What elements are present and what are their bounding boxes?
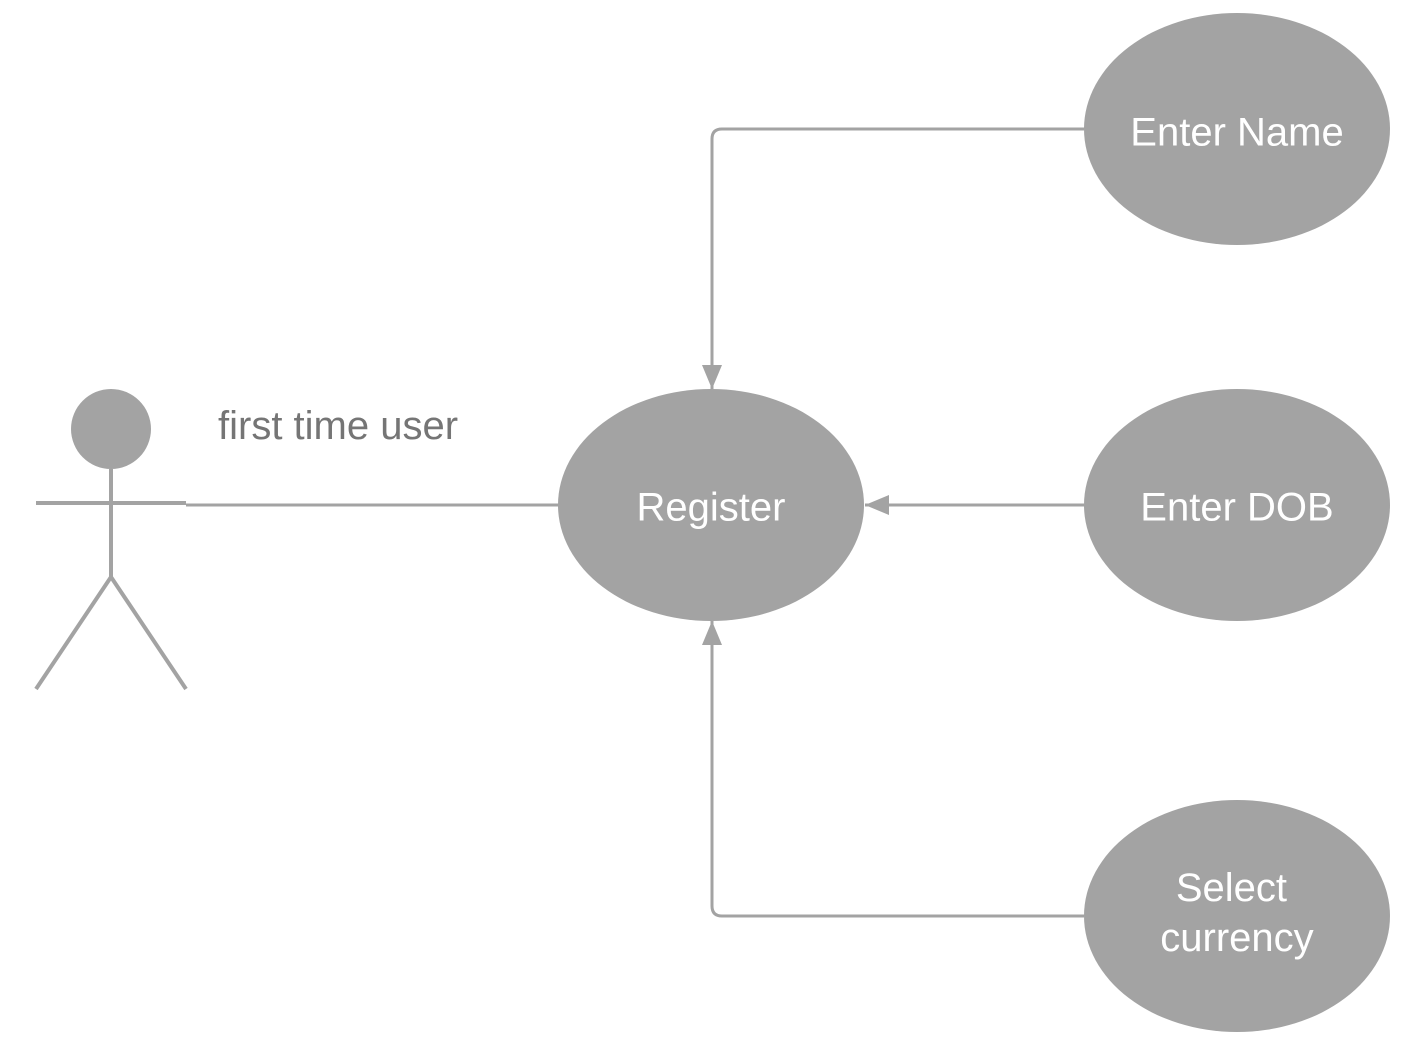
connectors — [186, 127, 1084, 918]
actor-label: first time user — [218, 404, 458, 448]
use-case-select-currency[interactable]: Select currency — [1084, 800, 1390, 1032]
arrow-enter-name-to-register[interactable] — [702, 127, 1084, 389]
use-case-enter-name-label: Enter Name — [1130, 111, 1343, 155]
use-case-select-currency-line-2: currency — [1160, 916, 1313, 960]
use-case-register-label: Register — [637, 486, 786, 530]
use-case-enter-dob-shape — [1084, 389, 1390, 621]
use-case-select-currency-shape — [1084, 800, 1390, 1032]
use-case-enter-name-shape — [1084, 13, 1390, 245]
actor-head — [71, 389, 151, 469]
stick-figure-icon — [34, 389, 188, 691]
use-case-enter-name[interactable]: Enter Name — [1084, 13, 1390, 245]
use-case-enter-dob-label: Enter DOB — [1140, 486, 1333, 530]
use-case-select-currency-label: Select currency — [1160, 866, 1313, 960]
use-case-register-shape — [558, 389, 864, 621]
actor-first-time-user[interactable]: first time user — [34, 389, 458, 691]
use-case-register[interactable]: Register — [558, 389, 864, 621]
arrow-select-currency-to-register[interactable] — [702, 621, 1084, 918]
actor-legs — [34, 573, 188, 691]
use-case-enter-dob[interactable]: Enter DOB — [1084, 389, 1390, 621]
use-case-select-currency-line-1: Select — [1176, 866, 1287, 910]
